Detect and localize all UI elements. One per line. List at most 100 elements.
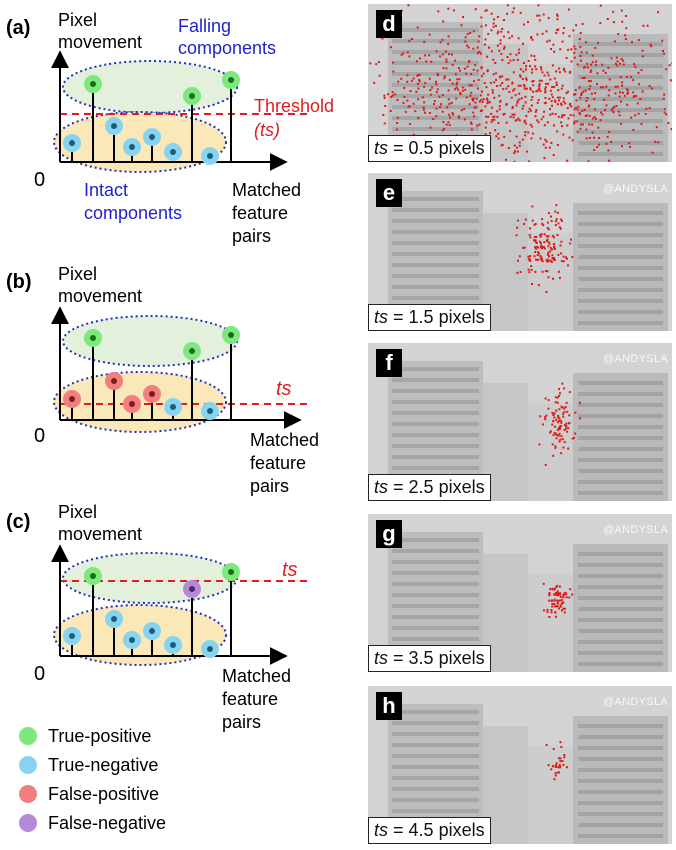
detection-mark	[392, 61, 395, 64]
legend-false-negative-label: False-negative	[48, 813, 166, 833]
detection-mark	[468, 61, 470, 63]
detection-mark	[573, 120, 576, 123]
detection-mark	[580, 51, 583, 54]
detection-mark	[547, 399, 550, 402]
panel-c-ylabel-line2: movement	[58, 524, 142, 544]
detection-mark	[529, 227, 532, 230]
detection-mark	[556, 13, 558, 16]
detection-mark	[516, 150, 519, 153]
detection-mark	[512, 116, 515, 119]
detection-mark	[562, 100, 565, 103]
detection-mark	[490, 50, 493, 53]
detection-mark	[567, 427, 570, 430]
detection-mark	[574, 48, 577, 51]
image-panel-label: h	[376, 692, 402, 720]
detection-mark	[554, 772, 557, 775]
detection-mark	[552, 236, 555, 239]
detection-mark	[558, 771, 561, 774]
detection-mark	[598, 137, 601, 139]
detection-mark	[528, 160, 531, 162]
building-floor-band	[392, 197, 479, 201]
detection-mark	[423, 85, 426, 88]
detection-mark	[424, 82, 427, 85]
detection-mark	[552, 258, 555, 261]
detection-mark	[538, 14, 541, 17]
detection-mark	[579, 96, 582, 99]
detection-mark	[567, 48, 570, 51]
detection-mark	[488, 46, 490, 49]
detection-mark	[616, 60, 619, 63]
building-floor-band	[392, 400, 479, 404]
panel-a-xlabel-line2: feature	[232, 203, 288, 223]
detection-mark	[552, 454, 555, 457]
detection-mark	[455, 86, 458, 89]
detection-mark	[402, 52, 405, 55]
detection-mark	[459, 93, 462, 96]
detection-mark	[566, 766, 569, 769]
detection-mark	[555, 70, 558, 73]
detection-mark	[460, 24, 463, 27]
detection-mark	[534, 251, 537, 253]
building-floor-band	[578, 277, 663, 281]
detection-mark	[518, 144, 521, 147]
detection-mark	[544, 397, 547, 400]
detection-mark	[632, 79, 635, 82]
detection-mark	[517, 219, 520, 222]
detection-mark	[538, 252, 540, 255]
detection-mark	[562, 763, 565, 766]
detection-mark	[493, 115, 496, 118]
detection-mark	[528, 259, 531, 262]
detection-mark	[532, 84, 535, 87]
marker-dot	[170, 149, 176, 155]
detection-mark	[557, 222, 560, 225]
detection-mark	[554, 611, 557, 614]
detection-mark	[657, 11, 660, 14]
detection-mark	[516, 101, 519, 104]
detection-mark	[428, 33, 431, 36]
detection-mark	[470, 91, 473, 94]
detection-mark	[593, 148, 596, 151]
detection-mark	[562, 68, 565, 71]
detection-mark	[422, 106, 425, 109]
detection-mark	[567, 447, 570, 450]
detection-mark	[391, 94, 394, 97]
detection-mark	[573, 45, 576, 48]
detection-mark	[535, 242, 538, 244]
detection-mark	[671, 62, 672, 65]
detection-mark	[563, 592, 566, 595]
detection-mark	[519, 74, 521, 77]
detection-mark	[498, 108, 501, 111]
image-panel-g: g @ANDYSLA ts = 3.5 pixels	[368, 514, 672, 672]
detection-mark	[524, 134, 527, 137]
detection-mark	[626, 88, 629, 91]
building-floor-band	[392, 637, 479, 641]
detection-mark	[500, 144, 503, 147]
detection-mark	[557, 89, 560, 92]
detection-mark	[523, 85, 526, 88]
building-floor-band	[392, 274, 479, 278]
detection-mark	[608, 131, 611, 134]
detection-mark	[607, 94, 610, 97]
marker-dot	[207, 646, 213, 652]
detection-mark	[444, 50, 447, 53]
detection-mark	[563, 607, 566, 610]
building-floor-band	[578, 447, 663, 451]
detection-mark	[517, 117, 520, 120]
panel-b-threshold-label: ts	[276, 378, 292, 400]
detection-mark	[516, 146, 519, 149]
building-floor-band	[392, 809, 479, 813]
detection-mark	[407, 105, 410, 108]
detection-mark	[472, 97, 475, 100]
detection-mark	[482, 98, 485, 101]
detection-mark	[559, 757, 562, 760]
building-floor-band	[578, 310, 663, 314]
detection-mark	[565, 425, 568, 427]
building-floor-band	[578, 585, 663, 589]
detection-mark	[516, 226, 519, 229]
detection-mark	[575, 24, 578, 27]
building-floor-band	[392, 538, 479, 542]
detection-mark	[506, 12, 509, 15]
detection-mark	[650, 45, 653, 48]
detection-mark	[558, 766, 561, 769]
detection-mark	[428, 77, 431, 80]
